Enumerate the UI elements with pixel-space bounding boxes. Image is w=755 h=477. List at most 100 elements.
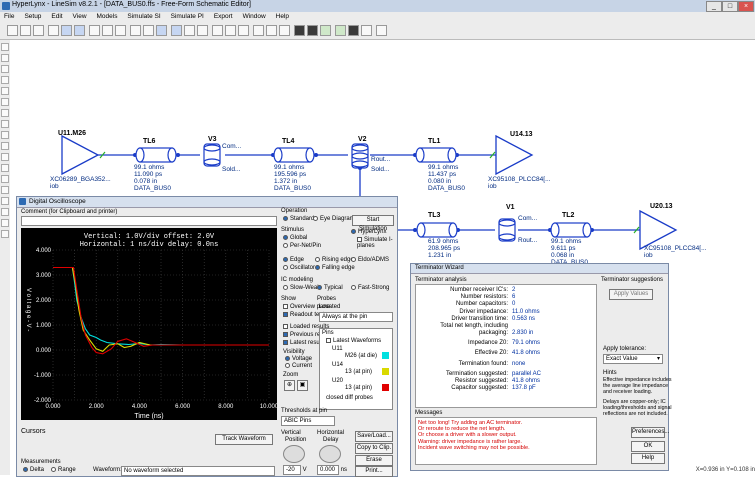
meas-delta[interactable]: Delta xyxy=(23,467,44,473)
ground-tool-icon[interactable] xyxy=(1,153,9,161)
oscilloscope-icon[interactable] xyxy=(293,25,305,36)
erase-button[interactable]: Erase xyxy=(355,455,393,466)
probe-u14-color[interactable] xyxy=(382,368,389,375)
meas-range[interactable]: Range xyxy=(51,467,76,473)
zoom-in-icon[interactable]: ⊕ xyxy=(284,380,295,391)
tolerance-select[interactable]: Exact Value▾ xyxy=(603,354,663,364)
spectrum-icon[interactable] xyxy=(319,25,331,36)
flip-icon[interactable] xyxy=(129,25,141,36)
menu-file[interactable]: File xyxy=(4,13,15,20)
simulate-iplanes-check[interactable]: Simulate I-planes xyxy=(357,237,393,250)
ok-button[interactable]: OK xyxy=(631,441,665,452)
zoom-in-icon[interactable] xyxy=(155,25,167,36)
copy-to-clip-button[interactable]: Copy to Clip. xyxy=(355,443,393,454)
menu-setup[interactable]: Setup xyxy=(24,13,42,20)
scope-icon[interactable] xyxy=(278,25,290,36)
apply-values-button[interactable]: Apply Values xyxy=(609,289,653,300)
sweep-icon[interactable] xyxy=(306,25,318,36)
comment-input[interactable] xyxy=(21,216,277,226)
stim-global[interactable]: Global xyxy=(283,235,307,241)
stim-edge[interactable]: Edge xyxy=(283,257,304,263)
overview-pane-check[interactable]: Overview pane xyxy=(283,304,330,310)
menu-simulate-si[interactable]: Simulate SI xyxy=(127,13,161,20)
sim-hyperlynx[interactable]: HyperLynx xyxy=(351,229,386,235)
rotate-icon[interactable] xyxy=(114,25,126,36)
zoom-fit-icon[interactable]: ▣ xyxy=(297,380,308,391)
zoom-out-icon[interactable] xyxy=(170,25,182,36)
inductor-tool-icon[interactable] xyxy=(1,120,9,128)
ic-slow-weak[interactable]: Slow-Weak xyxy=(283,285,320,291)
terminator-icon[interactable] xyxy=(265,25,277,36)
line-tool-icon[interactable] xyxy=(1,76,9,84)
probe-u11[interactable]: U11 xyxy=(332,346,343,352)
pointer-icon[interactable] xyxy=(101,25,113,36)
start-simulation-button[interactable]: Start Simulation xyxy=(352,215,394,232)
print-button[interactable]: Print... xyxy=(355,466,393,477)
stackup-icon[interactable] xyxy=(237,25,249,36)
cursor-icon[interactable] xyxy=(142,25,154,36)
zoom-area-icon[interactable] xyxy=(196,25,208,36)
new-icon[interactable] xyxy=(6,25,18,36)
falling-edge[interactable]: Falling edge xyxy=(315,265,355,271)
stim-oscillator[interactable]: Oscillator xyxy=(283,265,315,271)
minimize-button[interactable]: _ xyxy=(706,1,722,12)
diff-tool-icon[interactable] xyxy=(1,175,9,183)
menu-help[interactable]: Help xyxy=(275,13,290,20)
previous-results-check[interactable]: Previous results xyxy=(283,332,333,338)
sim-eldo[interactable]: Eldo/ADMS xyxy=(351,257,389,263)
receiver-tool-icon[interactable] xyxy=(1,65,9,73)
vis-voltage[interactable]: Voltage xyxy=(285,356,312,362)
probe-u11-color[interactable] xyxy=(382,352,389,359)
readout-text-check[interactable]: Readout text xyxy=(283,312,324,318)
text-tool-icon[interactable] xyxy=(1,197,9,205)
horizontal-knob[interactable] xyxy=(319,445,341,463)
op-eye-diagram[interactable]: Eye Diagram xyxy=(313,216,355,222)
via-tool-icon[interactable] xyxy=(1,87,9,95)
ic-typical[interactable]: Typical xyxy=(317,285,343,291)
print-icon[interactable] xyxy=(47,25,59,36)
op-standard[interactable]: Standard xyxy=(283,216,314,222)
grid-icon[interactable] xyxy=(224,25,236,36)
probe-u20-color[interactable] xyxy=(382,384,389,391)
copy-icon[interactable] xyxy=(73,25,85,36)
horizontal-value[interactable]: 0.000 ns xyxy=(317,465,347,475)
driver-tool-icon[interactable] xyxy=(1,54,9,62)
zoom-fit-icon[interactable] xyxy=(183,25,195,36)
maximize-button[interactable]: □ xyxy=(722,1,738,12)
coupling-tool-icon[interactable] xyxy=(1,186,9,194)
menu-window[interactable]: Window xyxy=(242,13,266,20)
probe-u14[interactable]: U14 xyxy=(332,362,344,368)
power-tool-icon[interactable] xyxy=(1,164,9,172)
menu-edit[interactable]: Edit xyxy=(51,13,63,20)
stim-per-net[interactable]: Per-Net/Pin xyxy=(283,243,321,249)
select-tool-icon[interactable] xyxy=(1,43,9,51)
report-icon[interactable] xyxy=(360,25,372,36)
eye-icon[interactable] xyxy=(334,25,346,36)
menu-export[interactable]: Export xyxy=(213,13,233,20)
wire-tool-icon[interactable] xyxy=(1,208,9,216)
pan-icon[interactable] xyxy=(211,25,223,36)
menu-models[interactable]: Models xyxy=(96,13,118,20)
probe-u20[interactable]: U20 xyxy=(332,378,344,384)
paste-icon[interactable] xyxy=(88,25,100,36)
menu-view[interactable]: View xyxy=(72,13,87,20)
vis-current[interactable]: Current xyxy=(285,363,312,369)
located-select[interactable]: Always at the pin xyxy=(319,312,393,322)
probe-tool-icon[interactable] xyxy=(1,219,9,227)
open-icon[interactable] xyxy=(19,25,31,36)
latest-results-check[interactable]: Latest results xyxy=(283,340,326,346)
mirror-tool-icon[interactable] xyxy=(1,230,9,238)
close-button[interactable]: × xyxy=(738,1,754,12)
loaded-results-check[interactable]: Loaded results xyxy=(283,324,329,330)
help-button[interactable]: Help xyxy=(631,453,665,464)
ic-fast-strong[interactable]: Fast-Strong xyxy=(351,285,389,291)
track-waveform-button[interactable]: Track Waveform xyxy=(215,434,273,445)
capacitor-tool-icon[interactable] xyxy=(1,109,9,117)
save-icon[interactable] xyxy=(32,25,44,36)
save-load-button[interactable]: Save/Load... xyxy=(355,431,393,442)
thresholds-select[interactable]: ABIC Pins xyxy=(281,416,335,426)
cut-icon[interactable] xyxy=(60,25,72,36)
connector-tool-icon[interactable] xyxy=(1,131,9,139)
help-icon[interactable] xyxy=(375,25,387,36)
batch-icon[interactable] xyxy=(347,25,359,36)
